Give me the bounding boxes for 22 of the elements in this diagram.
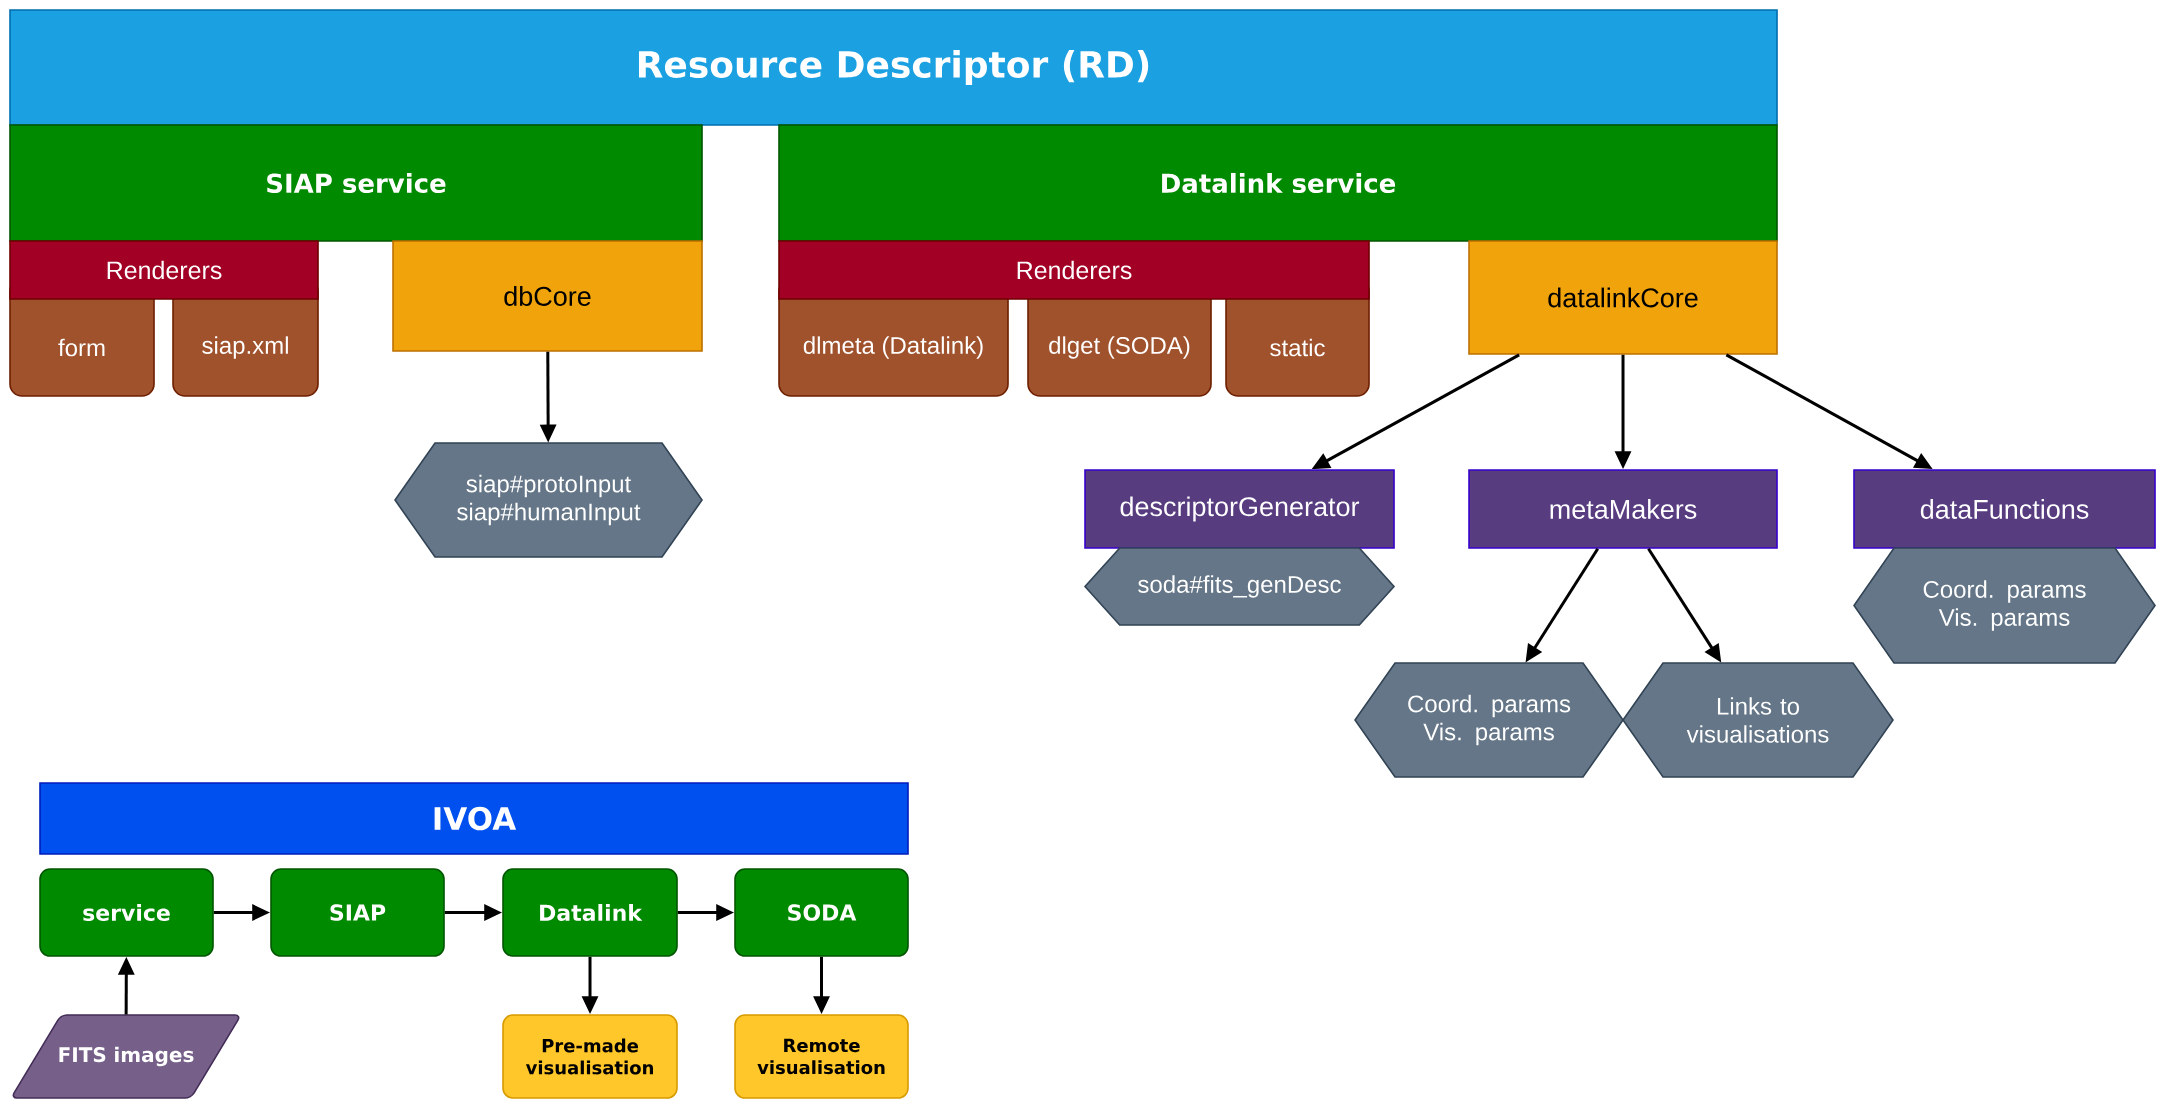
service-band: SIAP service bbox=[9, 124, 703, 242]
renderers-band: Renderers bbox=[9, 240, 319, 300]
header-band: IVOA bbox=[39, 782, 909, 855]
function-box: descriptorGenerator bbox=[1084, 469, 1395, 549]
process-box: Datalink bbox=[502, 868, 678, 957]
function-box: metaMakers bbox=[1468, 469, 1778, 549]
process-box: service bbox=[39, 868, 214, 957]
service-band: Datalink service bbox=[778, 124, 1778, 242]
process-box: SODA bbox=[734, 868, 909, 957]
core-box: dbCore bbox=[392, 240, 703, 352]
parameter-hexagon: Coord. params Vis. params bbox=[1853, 547, 2156, 664]
parameter-hexagon: Coord. params Vis. params bbox=[1354, 662, 1624, 778]
parameter-hexagon: siap#protoInput siap#humanInput bbox=[394, 442, 703, 558]
parameter-hexagon: Links to visualisations bbox=[1622, 662, 1894, 778]
header-band: Resource Descriptor (RD) bbox=[9, 9, 1778, 126]
output-box: Pre-made visualisation bbox=[502, 1014, 678, 1099]
function-box: dataFunctions bbox=[1853, 469, 2156, 549]
output-box: Remote visualisation bbox=[734, 1014, 909, 1099]
input-parallelogram: FITS images bbox=[12, 1014, 240, 1099]
renderers-band: Renderers bbox=[778, 240, 1370, 300]
process-box: SIAP bbox=[270, 868, 445, 957]
core-box: datalinkCore bbox=[1468, 240, 1778, 355]
